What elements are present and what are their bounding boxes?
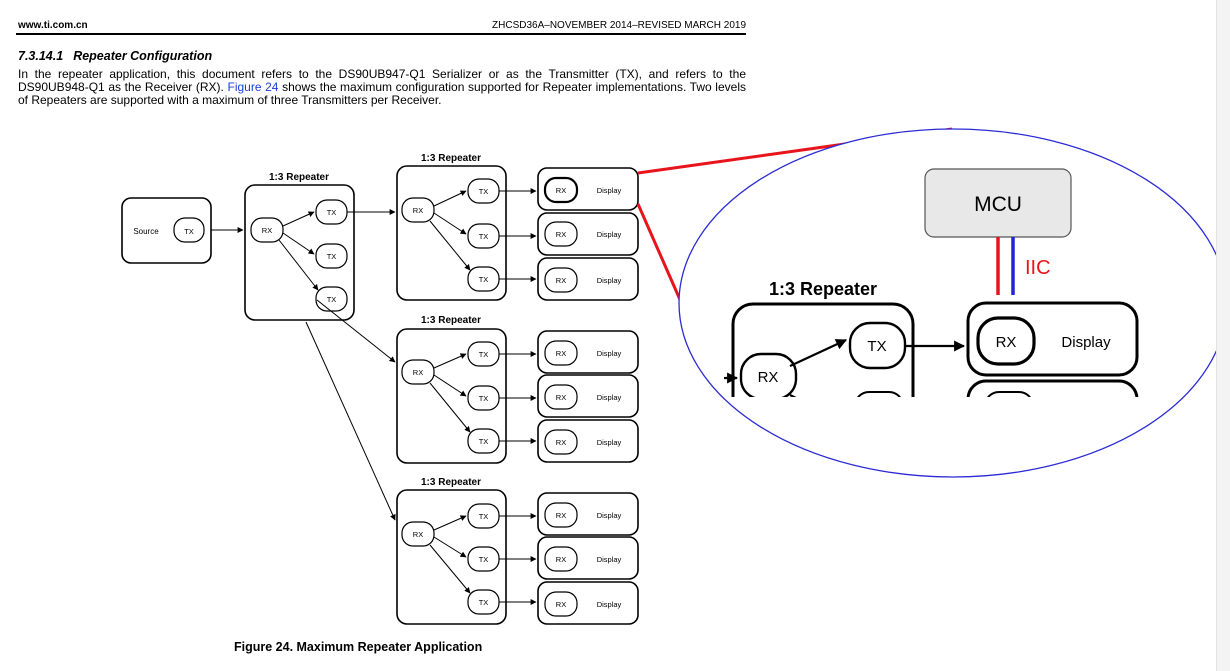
repeater-title-l2c: 1:3 Repeater: [421, 477, 481, 488]
svg-text:TX: TX: [479, 512, 489, 521]
svg-text:TX: TX: [479, 394, 489, 403]
svg-text:TX: TX: [479, 232, 489, 241]
svg-text:RX: RX: [556, 230, 566, 239]
svg-text:TX: TX: [479, 350, 489, 359]
svg-text:RX: RX: [556, 555, 566, 564]
repeater-l2c: 1:3 Repeater RX TX TX TX RX Display RX D…: [396, 477, 639, 625]
header-site: www.ti.com.cn: [18, 20, 88, 31]
arrow-l1-rx-tx3: [278, 239, 319, 291]
zoom-arrow-rx-tx: [789, 339, 847, 367]
zoom-rx-label: RX: [758, 369, 779, 386]
zoom-inset: MCU IIC 1:3 Repeater RX TX RX Display: [679, 129, 1227, 477]
svg-text:Display: Display: [597, 600, 622, 609]
repeater-title-l2b: 1:3 Repeater: [421, 315, 481, 326]
svg-text:Display: Display: [597, 349, 622, 358]
repeater-l1-tx1-label: TX: [327, 208, 337, 217]
svg-text:Display: Display: [597, 276, 622, 285]
section-number: 7.3.14.1: [18, 49, 64, 63]
scrollbar[interactable]: [1216, 0, 1230, 671]
svg-text:Display: Display: [597, 186, 622, 195]
header-doc-id: ZHCSD36A–NOVEMBER 2014–REVISED MARCH 201…: [492, 20, 746, 31]
svg-text:RX: RX: [556, 276, 566, 285]
header-rule: [16, 33, 746, 35]
repeater-l1-rx-label: RX: [262, 226, 272, 235]
svg-text:TX: TX: [479, 598, 489, 607]
source-label: Source: [133, 227, 159, 236]
iic-label: IIC: [1025, 257, 1051, 279]
svg-text:Display: Display: [597, 393, 622, 402]
svg-text:RX: RX: [556, 511, 566, 520]
para-text-1: In the repeater application, this docume…: [18, 67, 746, 94]
svg-text:RX: RX: [413, 206, 423, 215]
callout-line-bottom: [636, 203, 683, 303]
arrow-l1-to-l2b: [316, 299, 396, 363]
repeater-l1-tx3-label: TX: [327, 295, 337, 304]
svg-text:TX: TX: [479, 187, 489, 196]
figure-caption: Figure 24. Maximum Repeater Application: [234, 640, 483, 654]
zoom-tx-label: TX: [867, 338, 886, 355]
svg-text:TX: TX: [479, 555, 489, 564]
figure-link[interactable]: Figure 24: [227, 80, 279, 94]
svg-text:RX: RX: [556, 438, 566, 447]
repeater-l1-rx: [250, 217, 284, 243]
svg-text:RX: RX: [413, 368, 423, 377]
svg-text:Display: Display: [597, 511, 622, 520]
repeater-l1-tx2-label: TX: [327, 252, 337, 261]
zoom-repeater-title: 1:3 Repeater: [769, 279, 877, 299]
repeater-l1-tx2: [315, 243, 348, 269]
repeater-title-l2a: 1:3 Repeater: [421, 153, 481, 164]
section-heading: 7.3.14.1 Repeater Configuration: [18, 49, 222, 63]
zoom-display-rx-label: RX: [996, 334, 1017, 351]
svg-text:Display: Display: [597, 555, 622, 564]
arrow-l1-rx-tx2: [282, 232, 315, 255]
zoom-display-label: Display: [1061, 334, 1111, 351]
svg-text:RX: RX: [413, 530, 423, 539]
repeater-l2b: 1:3 Repeater RX TX TX TX RX Display RX D…: [396, 315, 639, 464]
svg-text:RX: RX: [556, 393, 566, 402]
svg-text:TX: TX: [479, 437, 489, 446]
svg-text:RX: RX: [556, 600, 566, 609]
svg-text:Display: Display: [597, 230, 622, 239]
repeater-l2a-rx: [401, 197, 435, 223]
svg-text:RX: RX: [556, 186, 566, 195]
source-tx-node: [173, 217, 205, 243]
body-paragraph: In the repeater application, this docume…: [18, 68, 746, 107]
svg-text:RX: RX: [556, 349, 566, 358]
repeater-title-l1: 1:3 Repeater: [269, 172, 329, 183]
arrow-l1-rx-tx1: [282, 211, 315, 227]
zoom-display-rx: [976, 316, 1036, 366]
repeater-l2a: 1:3 Repeater RX TX TX TX RX Display RX D…: [396, 153, 639, 301]
source-tx-label: TX: [184, 227, 194, 236]
para-text-2: shows the maximum configuration supporte…: [18, 80, 746, 107]
section-title: Repeater Configuration: [73, 49, 213, 63]
svg-text:TX: TX: [479, 275, 489, 284]
mcu-label: MCU: [974, 193, 1022, 216]
svg-text:Display: Display: [597, 438, 622, 447]
arrow-l1-to-l2c: [305, 321, 396, 521]
